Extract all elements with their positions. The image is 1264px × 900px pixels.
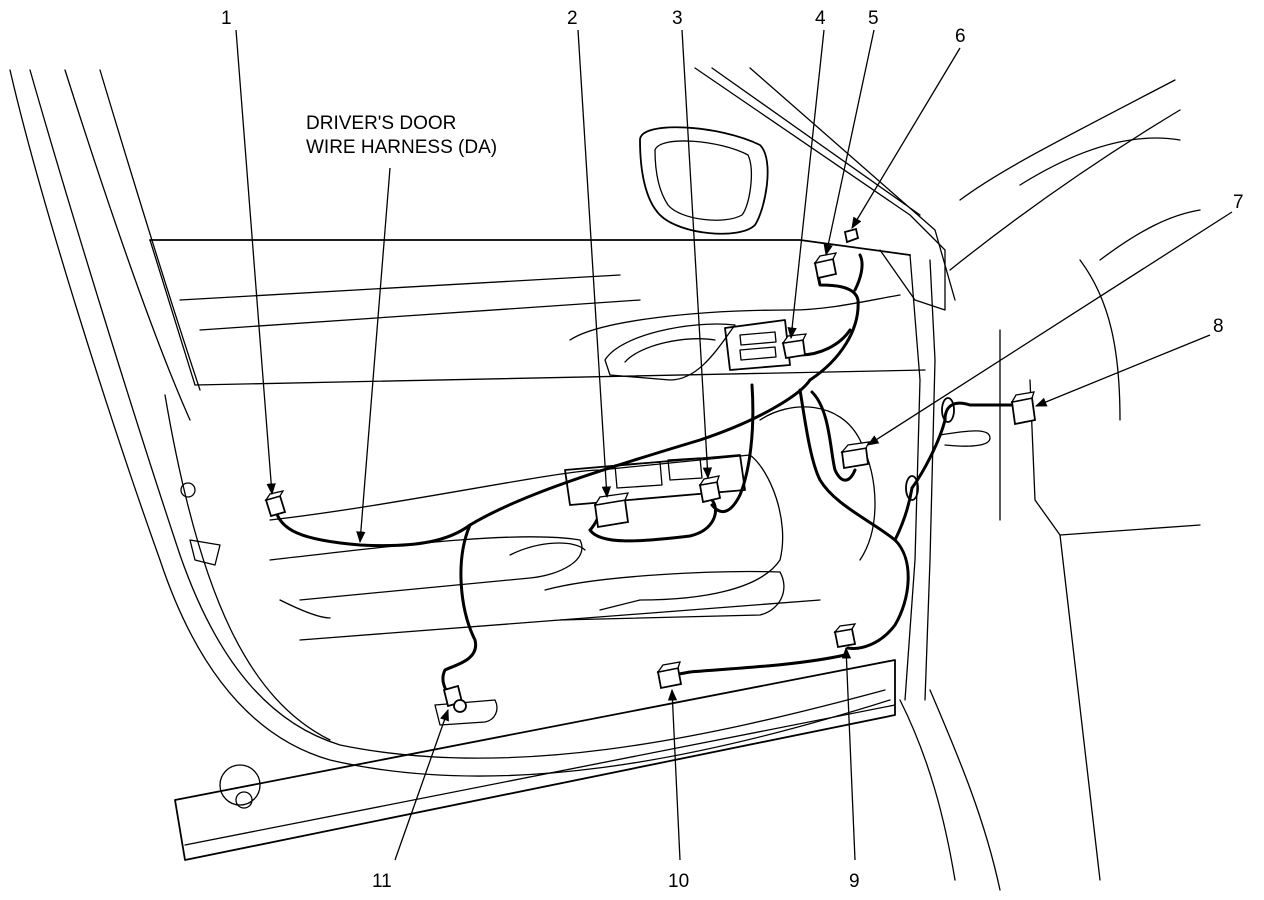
- leader-lines: [235, 29, 1233, 861]
- connector-7-icon: [840, 441, 871, 470]
- connector-2-icon: [593, 492, 630, 529]
- door-frame-outline: [9, 67, 1201, 891]
- harness-title-line2: WIRE HARNESS (DA): [306, 137, 497, 158]
- connector-3-icon: [698, 475, 722, 504]
- connector-4-icon: [781, 333, 808, 360]
- connector-8-icon: [1010, 391, 1037, 426]
- harness-title-line1: DRIVER'S DOOR: [306, 113, 456, 134]
- callout-8: 8: [1213, 316, 1224, 337]
- connector-9-icon: [833, 623, 857, 649]
- connector-6-icon: [843, 227, 860, 244]
- connector-5-icon: [813, 252, 838, 280]
- callout-10: 10: [668, 871, 689, 892]
- callout-11: 11: [372, 871, 392, 892]
- callout-9: 9: [849, 871, 860, 892]
- door-trim-panel: [164, 274, 901, 741]
- callout-4: 4: [815, 8, 826, 29]
- callout-2: 2: [567, 8, 578, 29]
- wire-harness: [273, 253, 1014, 697]
- callout-3: 3: [672, 8, 683, 29]
- connector-10-icon: [656, 661, 683, 690]
- callout-5: 5: [868, 8, 879, 29]
- callout-6: 6: [955, 26, 966, 47]
- harness-title: DRIVER'S DOOR WIRE HARNESS (DA): [306, 113, 497, 158]
- connectors: [264, 227, 1037, 713]
- callout-7: 7: [1233, 192, 1244, 213]
- connector-1-icon: [264, 490, 287, 518]
- side-mirror: [639, 126, 769, 235]
- callout-1: 1: [221, 8, 232, 29]
- callout-numbers: 1 2 3 4 5 6 7 8 9 10 11: [221, 8, 1244, 892]
- connector-11-icon: [442, 684, 467, 713]
